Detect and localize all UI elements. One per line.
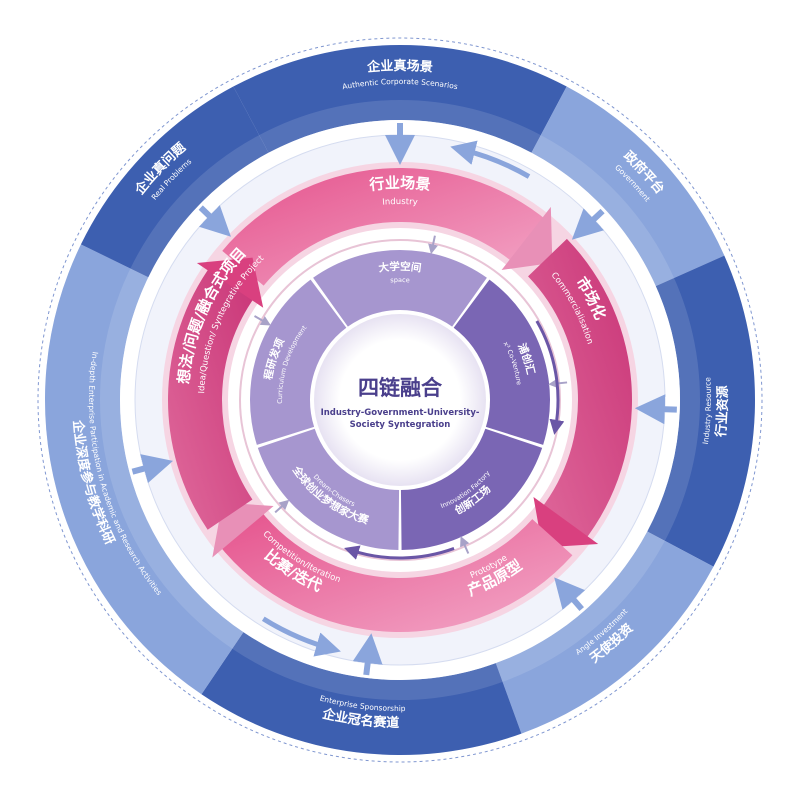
pink-sublabel-industry: Industry [382, 197, 418, 208]
purple-segment-factory [400, 428, 543, 550]
pink-arrow-band-0 [222, 168, 550, 286]
purple-segment-curriculum [250, 279, 347, 445]
outer-label-industry-resource-path: 行业资源 [713, 385, 731, 438]
purple-sublabel-space: space [390, 276, 410, 284]
outer-segment-shade [495, 531, 665, 682]
purple-ring [250, 250, 550, 550]
outer-segment-shade [647, 277, 700, 541]
outer-segment-teaching [44, 244, 244, 695]
pink-to-purple-arrow-1 [548, 378, 568, 389]
pink-arrow-band-2 [217, 509, 573, 632]
center-title: 四链融合 [358, 376, 443, 400]
center-circle [314, 314, 486, 486]
pink-arrow-band-1 [528, 238, 632, 543]
pink-to-purple-arrow-4 [254, 315, 271, 326]
pink-to-purple-arrow-3 [274, 499, 290, 514]
pink-sublabel-industry-path: Industry [382, 197, 418, 208]
purple-curved-arrow-1 [344, 545, 455, 560]
purple-segment-coventure [453, 279, 550, 445]
outer-segment-shade [259, 99, 541, 153]
pink-arrow-head-3 [196, 257, 264, 308]
outer-segment-shade [130, 135, 269, 278]
outer-segment-government [531, 86, 725, 287]
pink-arrow-band-3 [168, 263, 256, 530]
inward-arrow-5 [131, 454, 174, 484]
pink-to-purple-arrow-2 [460, 536, 470, 554]
inner-white-band-edge [239, 239, 561, 561]
outer-segment-shade [232, 632, 503, 700]
center-subtitle-line1: Industry-Government-University- [321, 408, 480, 418]
outer-segment-industry-resource [647, 255, 756, 567]
inward-arrow-6 [198, 205, 231, 237]
inward-arrow-4 [352, 633, 383, 676]
purple-curved-arrow-0 [535, 320, 565, 435]
flow-arrows [131, 123, 677, 676]
curved-blue-arrow-0 [450, 140, 531, 179]
outer-segment-shade [531, 135, 675, 287]
outer-segment-sponsorship [201, 632, 522, 755]
inward-arrow-1 [571, 208, 605, 240]
pink-arrow-head-0 [501, 206, 553, 270]
outer-label-authentic: 企业真场景 [366, 58, 434, 76]
purple-sublabel-space-path: space [390, 276, 410, 284]
pink-label-industry: 行业场景 [368, 174, 432, 194]
outer-dashed-circle [37, 37, 763, 763]
curved-blue-arrow-1 [261, 616, 341, 657]
outer-segment-shade [99, 268, 244, 649]
outer-label-industry-resource: 行业资源 [713, 385, 731, 438]
outer-segment-authentic [233, 45, 567, 153]
inward-arrow-3 [554, 577, 586, 612]
pink-to-purple-arrow-0 [428, 235, 438, 255]
outer-segment-real-problems [80, 86, 269, 278]
inward-arrow-2 [634, 394, 677, 425]
purple-segment-space [313, 250, 487, 327]
outer-label-authentic-path: 企业真场景 [366, 58, 434, 76]
purple-segment-dream [257, 428, 400, 550]
center-subtitle-line2: Society Syntegration [350, 420, 451, 430]
pink-label-industry-path: 行业场景 [368, 174, 432, 194]
outer-segment-angel [495, 531, 714, 734]
